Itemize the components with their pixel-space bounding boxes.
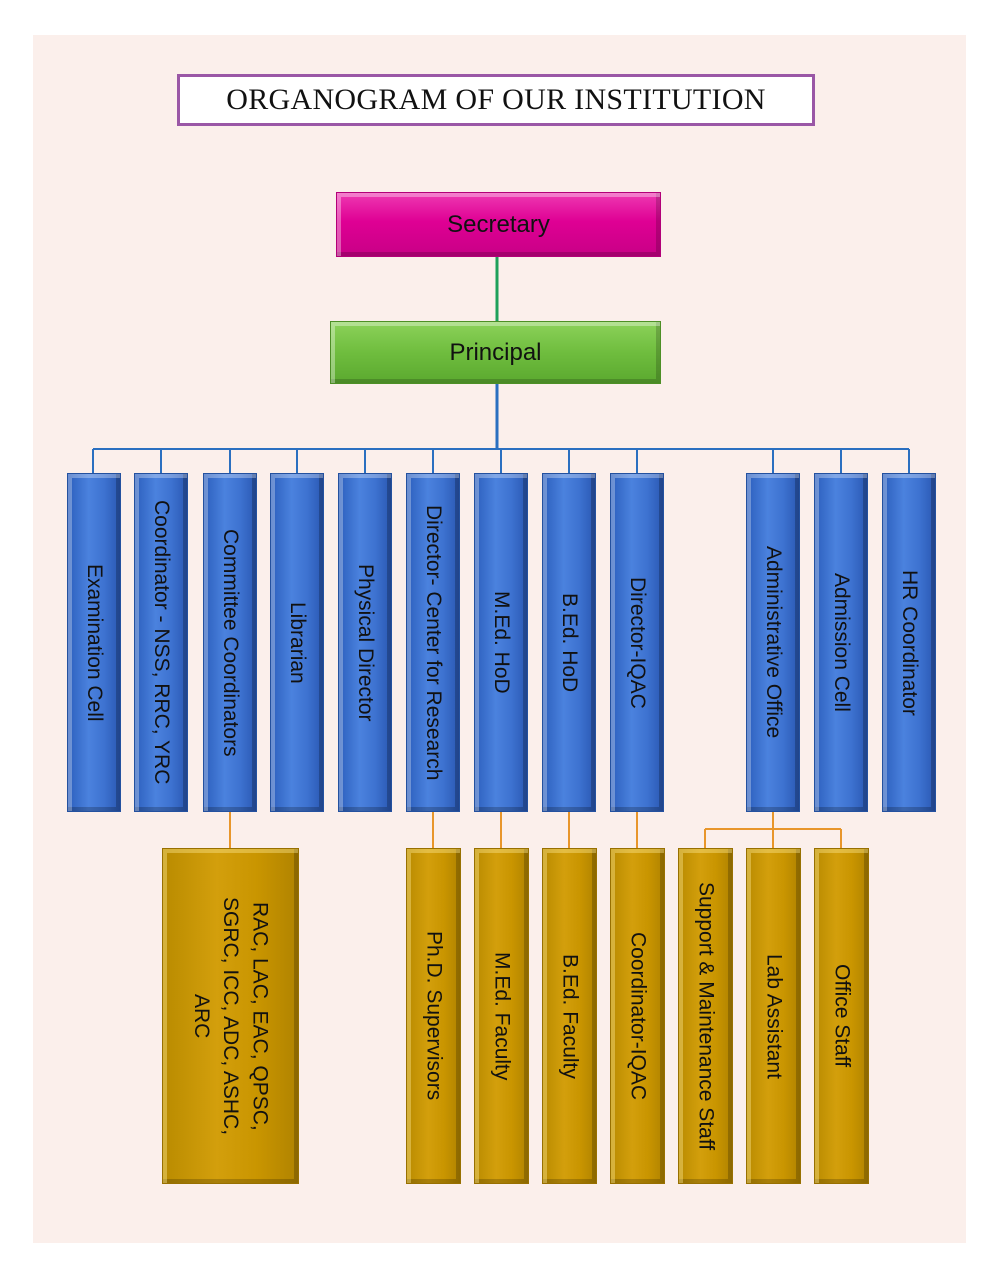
sub-lab-assistant: Lab Assistant	[746, 848, 801, 1184]
dept-librarian: Librarian	[270, 473, 324, 812]
dept-label: Physical Director	[354, 563, 378, 722]
dept-med-hod: M.Ed. HoD	[474, 473, 528, 812]
dept-committee-coordinators: Committee Coordinators	[203, 473, 257, 812]
sub-phd-supervisors: Ph.D. Supervisors	[406, 848, 461, 1184]
sub-bed-faculty: B.Ed. Faculty	[542, 848, 597, 1184]
principal-box: Principal	[330, 321, 661, 384]
sub-label: Support & Maintenance Staff	[694, 881, 718, 1151]
dept-label: Administrative Office	[762, 546, 786, 739]
secretary-box: Secretary	[336, 192, 661, 257]
dept-administrative-office: Administrative Office	[746, 473, 800, 812]
dept-label: Committee Coordinators	[219, 528, 243, 757]
sub-office-staff: Office Staff	[814, 848, 869, 1184]
sub-label: RAC, LAC, EAC, QPSC, SGRC, ICC, ADC, ASH…	[189, 896, 272, 1136]
dept-hr-coordinator: HR Coordinator	[882, 473, 936, 812]
dept-label: HR Coordinator	[898, 569, 922, 716]
sub-label: Lab Assistant	[762, 953, 786, 1079]
sub-support-maintenance-staff: Support & Maintenance Staff	[678, 848, 733, 1184]
dept-admission-cell: Admission Cell	[814, 473, 868, 812]
dept-label: Director-IQAC	[626, 576, 650, 709]
sub-label: Ph.D. Supervisors	[422, 931, 446, 1101]
dept-bed-hod: B.Ed. HoD	[542, 473, 596, 812]
dept-director-iqac: Director-IQAC	[610, 473, 664, 812]
dept-label: Director- Center for Research	[422, 504, 446, 781]
dept-label: Examination Cell	[83, 563, 107, 722]
sub-coordinator-iqac: Coordinator-IQAC	[610, 848, 665, 1184]
principal-label: Principal	[449, 338, 542, 366]
sub-med-faculty: M.Ed. Faculty	[474, 848, 529, 1184]
sub-label: Coordinator-IQAC	[626, 931, 650, 1101]
sub-label: B.Ed. Faculty	[558, 953, 582, 1079]
sub-committees-list: RAC, LAC, EAC, QPSC, SGRC, ICC, ADC, ASH…	[162, 848, 299, 1184]
sub-label: M.Ed. Faculty	[490, 951, 514, 1081]
dept-physical-director: Physical Director	[338, 473, 392, 812]
sub-label: Office Staff	[830, 964, 854, 1068]
dept-label: Coordinator - NSS, RRC, YRC	[150, 500, 174, 785]
dept-label: M.Ed. HoD	[490, 591, 514, 694]
dept-label: Admission Cell	[830, 573, 854, 712]
dept-coordinator-nss-rrc-yrc: Coordinator - NSS, RRC, YRC	[134, 473, 188, 812]
page-title: ORGANOGRAM OF OUR INSTITUTION	[177, 74, 815, 126]
secretary-label: Secretary	[447, 210, 550, 238]
dept-director-center-for-research: Director- Center for Research	[406, 473, 460, 812]
dept-label: Librarian	[286, 601, 310, 684]
dept-label: B.Ed. HoD	[558, 592, 582, 693]
dept-examination-cell: Examination Cell	[67, 473, 121, 812]
